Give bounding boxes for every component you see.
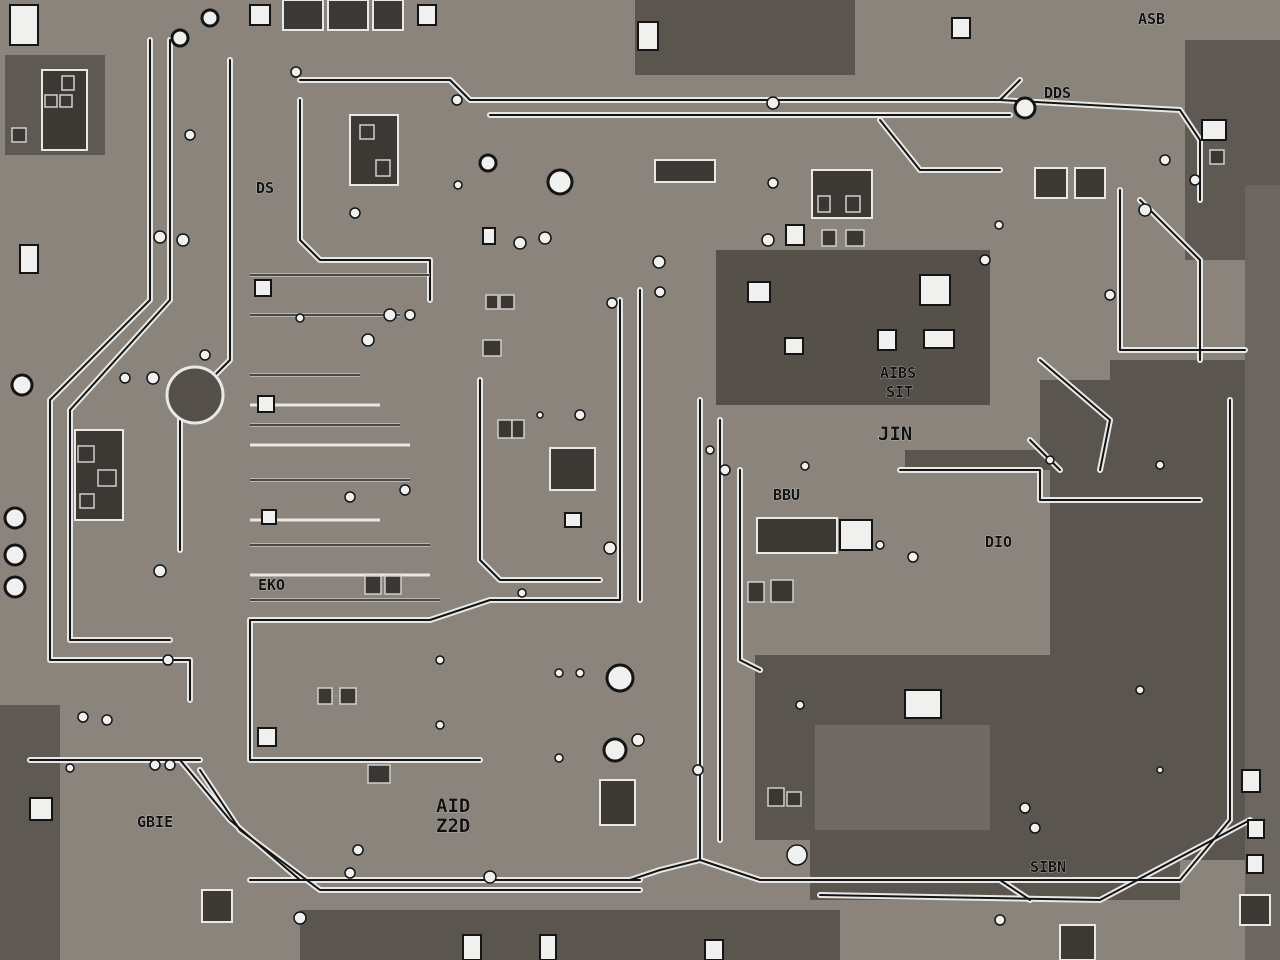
via-icon xyxy=(65,66,1201,926)
label-lower-center-a: AID xyxy=(436,795,470,817)
label-left-upper: DS xyxy=(256,179,274,197)
label-lower-center-b: Z2D xyxy=(436,815,470,837)
ground-plane-inner xyxy=(815,725,990,830)
label-center-block-d: BBU xyxy=(773,486,800,504)
connector-pad-icon xyxy=(9,4,1265,960)
label-lower-left: GBIE xyxy=(137,813,173,831)
label-right-mid: DIO xyxy=(985,533,1012,551)
label-lower-right: SIBN xyxy=(1030,858,1066,876)
ground-plane-right xyxy=(716,250,990,405)
trace-network xyxy=(27,37,1253,903)
label-top-right-2: DDS xyxy=(1044,84,1071,102)
label-left-mid: EKO xyxy=(258,576,285,594)
label-center-block-a: AIBS xyxy=(880,364,916,382)
label-top-right: ASB xyxy=(1138,10,1165,28)
silkscreen-labels: ASB DDS DS AIBS SIT JIN BBU DIO AID Z2D … xyxy=(137,10,1166,877)
mounting-hole-icon xyxy=(3,8,1037,763)
panel-top xyxy=(635,0,855,75)
label-center-block-b: SIT xyxy=(886,383,913,401)
bus-traces-dark xyxy=(250,274,440,601)
panel-bottom xyxy=(300,910,840,960)
panel-bottom-left xyxy=(0,705,60,960)
component-pads xyxy=(11,75,1225,807)
label-center-block-c: JIN xyxy=(878,423,912,445)
panel-right-edge xyxy=(1245,185,1280,960)
